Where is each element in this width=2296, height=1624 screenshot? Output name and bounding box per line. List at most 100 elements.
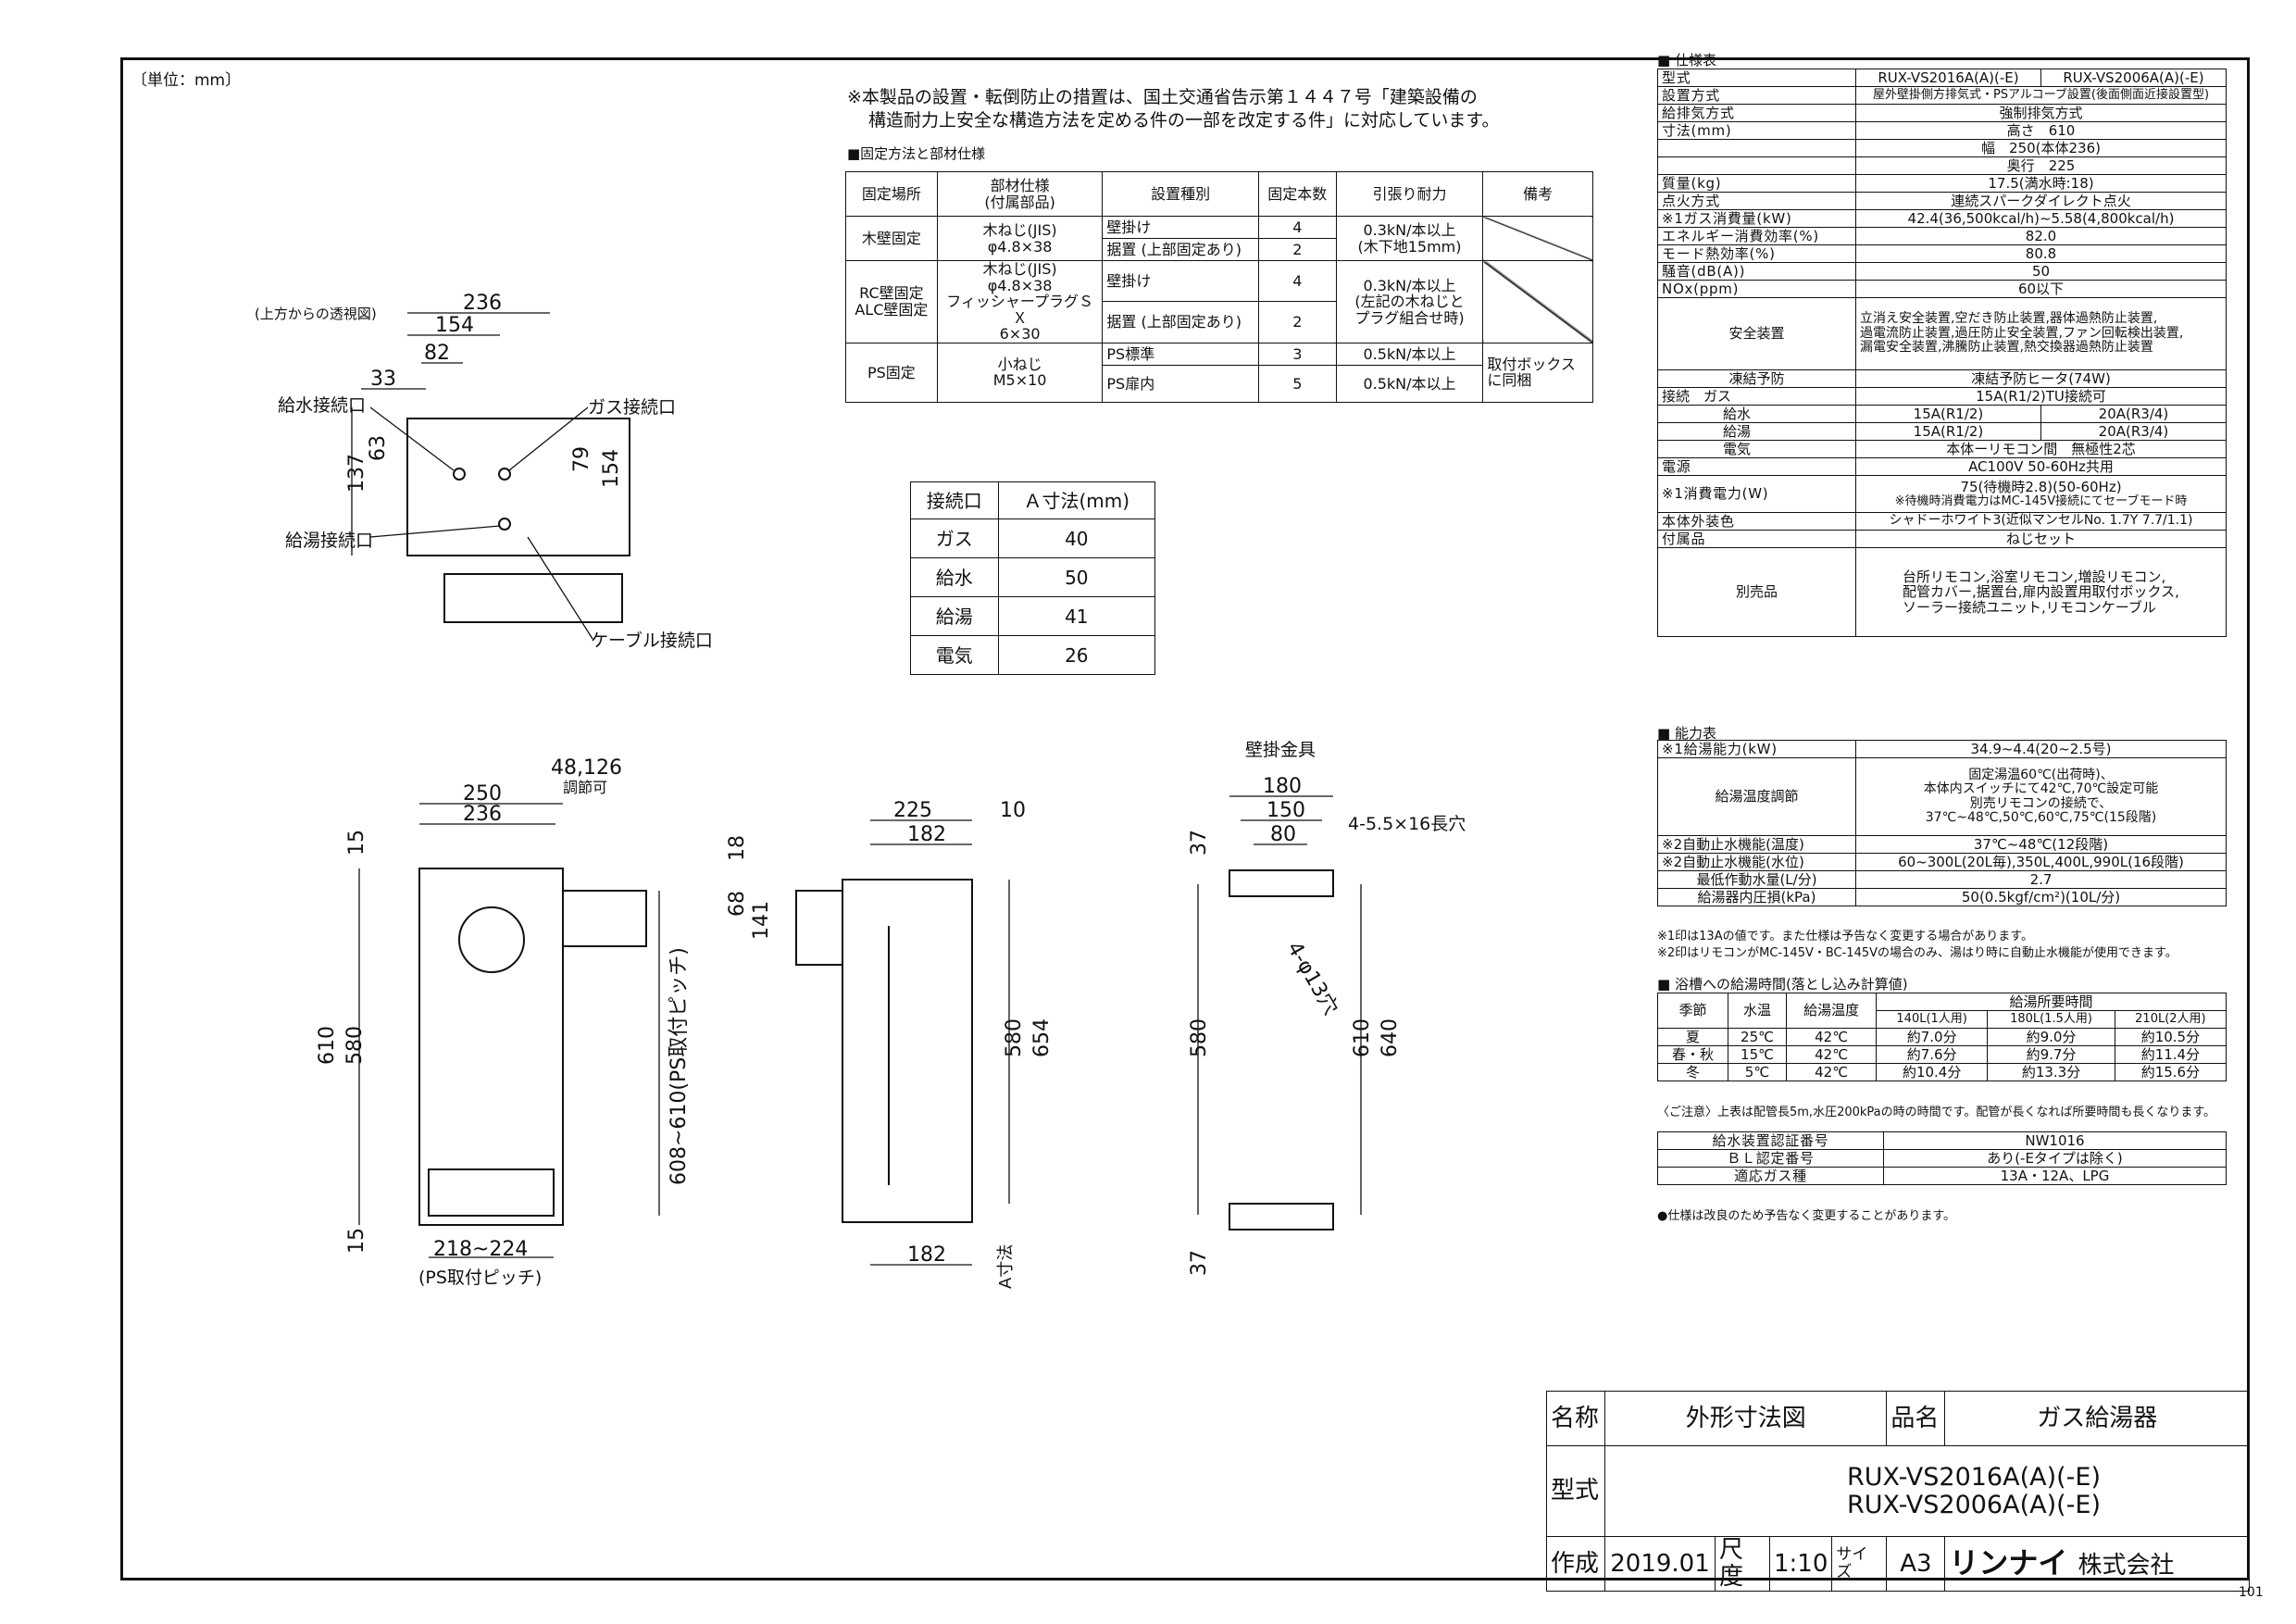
tb-brand-name: リンナイ	[1949, 1545, 2068, 1581]
spec-opt-v: 台所リモコン,浴室リモコン,増設リモコン, 配管カバー,据置台,扉内設置用取付ボ…	[1855, 547, 2227, 637]
spec-r2-v: 強制排気方式	[1855, 104, 2227, 122]
front-d580: 580	[343, 1026, 367, 1065]
cert-2-k: 適応ガス種	[1657, 1167, 1884, 1185]
side-d141: 141	[750, 901, 773, 940]
spec-conn-gas-v: 15A(R1/2)TU接続可	[1855, 387, 2227, 406]
ability-note-2: ※2印はリモコンがMC-145V・BC-145Vの場合のみ、湯はり時に自動止水機…	[1657, 946, 2177, 960]
ab-r5-v: 2.7	[1855, 870, 2227, 889]
spec-power-v: AC100V 50-60Hz共用	[1855, 457, 2227, 476]
spec-r0-a: RUX-VS2016A(A)(-E)	[1855, 69, 2041, 87]
tb-scale-label: 尺度	[1715, 1536, 1770, 1592]
side-d580: 580	[1003, 1018, 1026, 1057]
bracket-d37b: 37	[1188, 1250, 1211, 1276]
spec-acc-v: ねじセット	[1855, 530, 2227, 548]
tb-size-label: サイズ	[1831, 1536, 1888, 1592]
bath-h-water: 水温	[1727, 993, 1788, 1029]
fix-h-type: 設置種別	[1102, 171, 1259, 217]
bath-r2-0: 冬	[1657, 1063, 1728, 1081]
spec-cons-k: ※1消費電力(W)	[1657, 475, 1856, 513]
fix-rc-force: 0.3kN/本以上 (左記の木ねじと プラグ組合せ時)	[1335, 260, 1484, 344]
spec-conn-hot-k: 給湯	[1657, 422, 1856, 441]
side-view: 225 10 182 18 68 141 580 654 182 A寸法	[726, 799, 1054, 1289]
spec-r6-v: 17.5(満水時:18)	[1855, 174, 2227, 193]
spec-r9-v: 82.0	[1855, 227, 2227, 245]
dim-79: 79	[570, 446, 593, 472]
spec-conn-water-a: 15A(R1/2)	[1855, 405, 2041, 423]
dim-154: 154	[435, 314, 474, 337]
bath-table: 季節水温給湯温度給湯所要時間 140L(1人用)180L(1.5人用)210L(…	[1657, 993, 2227, 1081]
side-d225: 225	[893, 799, 932, 822]
notice-line-1: ※本製品の設置・転倒防止の措置は、国土交通省告示第１４４７号「建築設備の	[847, 87, 1478, 107]
top-view-title: (上方からの透視図)	[255, 306, 377, 322]
notice-line-2: 構造耐力上安全な構造方法を定める件の一部を改定する件」に対応しています。	[868, 110, 1500, 131]
fix-ps-f2: 0.5kN/本以上	[1335, 364, 1484, 403]
bath-h-temp: 給湯温度	[1786, 993, 1878, 1029]
bath-sub-180: 180L(1.5人用)	[1987, 1010, 2115, 1029]
label-cable: ケーブル接続口	[591, 630, 713, 651]
dim-33: 33	[370, 368, 396, 391]
ab-r2-k: 給湯温度調節	[1657, 757, 1856, 836]
ab-r1-k: ※1給湯能力(kW)	[1657, 740, 1856, 758]
dim-137: 137	[345, 454, 368, 493]
ab-r6-k: 給湯器内圧損(kPa)	[1657, 888, 1856, 906]
cert-2-v: 13A・12A、LPG	[1883, 1167, 2227, 1185]
side-body	[842, 879, 973, 1223]
conn-elec-val: 26	[997, 635, 1156, 675]
bath-sub-140: 140L(1人用)	[1876, 1010, 1989, 1029]
side-exhaust	[795, 890, 843, 966]
spec-r11-v: 50	[1855, 262, 2227, 281]
bracket-d180: 180	[1263, 775, 1302, 798]
spec-r5-k	[1657, 156, 1856, 175]
front-body	[418, 868, 564, 1226]
top-view-body	[406, 418, 630, 556]
spec-r11-k: 騒音(dB(A))	[1657, 262, 1856, 281]
drawing-frame	[120, 57, 2250, 1580]
spec-opt-k: 別売品	[1657, 547, 1856, 637]
bath-r1-1: 15℃	[1727, 1045, 1788, 1064]
ab-r2-v: 固定湯温60℃(出荷時)、 本体内スイッチにて42℃,70℃設定可能 別売リモコ…	[1855, 757, 2227, 836]
fix-ps-parts: 小ねじ M5×10	[936, 342, 1104, 403]
front-d608: 608~610(PS取付ピッチ)	[668, 947, 691, 1185]
conn-elec: 電気	[910, 635, 999, 675]
fix-wood-place: 木壁固定	[845, 216, 938, 261]
spec-safety-k: 安全装置	[1657, 297, 1856, 370]
fix-h-note: 備考	[1482, 171, 1593, 217]
spec-freeze-k: 凍結予防	[1657, 369, 1856, 388]
spec-r8-v: 42.4(36,500kcal/h)~5.58(4,800kcal/h)	[1855, 209, 2227, 228]
fix-ps-f1: 0.5kN/本以上	[1335, 342, 1484, 366]
side-d10: 10	[1000, 799, 1026, 822]
fix-h-force: 引張り耐力	[1335, 171, 1484, 217]
spec-cons-main: 75(待機時2.8)(50-60Hz)	[1960, 479, 2122, 496]
conn-gas-val: 40	[997, 518, 1156, 558]
front-d250: 250	[463, 782, 502, 806]
spec-r12-k: NOx(ppm)	[1657, 280, 1856, 298]
spec-r4-k	[1657, 139, 1856, 157]
spec-conn-water-k: 給水	[1657, 405, 1856, 423]
spec-conn-elec-k: 電気	[1657, 440, 1856, 458]
fix-rc-parts: 木ねじ(JIS) φ4.8×38 フィッシャープラグＳＸ 6×30	[936, 260, 1104, 344]
ability-table: ※1給湯能力(kW)34.9~4.4(20~2.5号) 給湯温度調節固定湯温60…	[1657, 740, 2227, 906]
bath-r0-5: 約10.5分	[2114, 1028, 2227, 1046]
front-d15a: 15	[345, 830, 368, 856]
spec-r8-k: ※1ガス消費量(kW)	[1657, 209, 1856, 228]
bracket-d37a: 37	[1188, 830, 1211, 856]
spec-conn-hot-a: 15A(R1/2)	[1855, 422, 2041, 441]
tb-brand: リンナイ 株式会社	[1944, 1536, 2250, 1592]
front-d48: 48,126	[551, 756, 622, 780]
ab-r3-v: 37℃~48℃(12段階)	[1855, 835, 2227, 854]
bracket-d80: 80	[1270, 823, 1296, 846]
spec-power-k: 電源	[1657, 457, 1856, 476]
front-view: 250 236 48,126 調節可 610 580 15 15 608~610…	[316, 756, 691, 1288]
bath-sub-210: 210L(2人用)	[2114, 1010, 2227, 1029]
bath-r1-0: 春・秋	[1657, 1045, 1728, 1064]
bath-r2-5: 約15.6分	[2114, 1063, 2227, 1081]
leader-cable	[527, 536, 593, 640]
front-grille	[428, 1168, 555, 1217]
bath-r1-4: 約9.7分	[1987, 1045, 2115, 1064]
side-d654: 654	[1030, 1018, 1054, 1057]
spec-r9-k: エネルギー消費効率(%)	[1657, 227, 1856, 245]
bath-r0-1: 25℃	[1727, 1028, 1788, 1046]
cert-0-k: 給水装置認証番号	[1657, 1131, 1884, 1150]
